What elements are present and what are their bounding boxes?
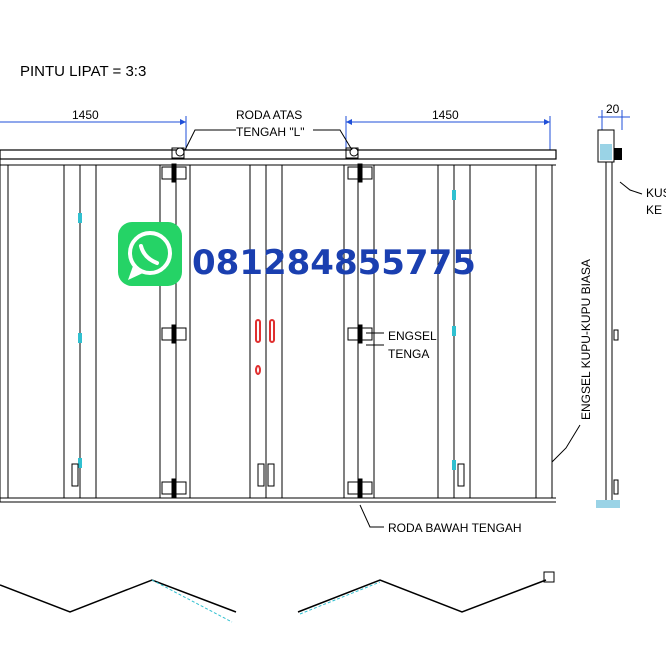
whatsapp-icon — [118, 222, 182, 286]
side-profile — [596, 129, 622, 508]
plan-view-swing — [151, 579, 381, 623]
dimension-right: 1450 — [345, 108, 551, 150]
top-track — [0, 149, 557, 160]
hinge-icon — [347, 324, 373, 344]
top-roller-left — [171, 147, 185, 159]
label-side-1: KUS — [646, 186, 666, 200]
dimension-left-value: 1450 — [72, 108, 99, 122]
dimension-right-value: 1450 — [432, 108, 459, 122]
dimension-left: 1450 — [0, 108, 187, 150]
hinge-icon — [161, 324, 187, 344]
drawing-title: PINTU LIPAT = 3:3 — [20, 63, 146, 80]
door-handles — [255, 319, 275, 375]
label-butterfly-hinge: ENGSEL KUPU-KUPU BIASA — [579, 259, 593, 420]
hinge-icon — [347, 478, 373, 498]
leader-lines — [184, 129, 643, 528]
label-hinge-1: ENGSEL — [388, 329, 437, 343]
plan-view — [0, 571, 555, 613]
accent-hinges — [78, 190, 456, 470]
center-hinges — [161, 163, 373, 498]
label-hinge-2: TENGA — [388, 347, 429, 361]
label-bottom-roller: RODA BAWAH TENGAH — [388, 521, 522, 535]
door-panels — [0, 159, 556, 503]
hinge-icon — [347, 163, 373, 183]
dimension-side: 20 — [598, 102, 630, 130]
label-top-roller-2: TENGAH "L" — [236, 125, 305, 139]
phone-number: 081284855775 — [192, 243, 476, 283]
hinge-icon — [161, 478, 187, 498]
bottom-latches — [71, 463, 465, 487]
label-side-2: KE — [646, 203, 662, 217]
dimension-side-value: 20 — [606, 102, 620, 116]
hinge-icon — [161, 163, 187, 183]
label-top-roller-1: RODA ATAS — [236, 108, 302, 122]
